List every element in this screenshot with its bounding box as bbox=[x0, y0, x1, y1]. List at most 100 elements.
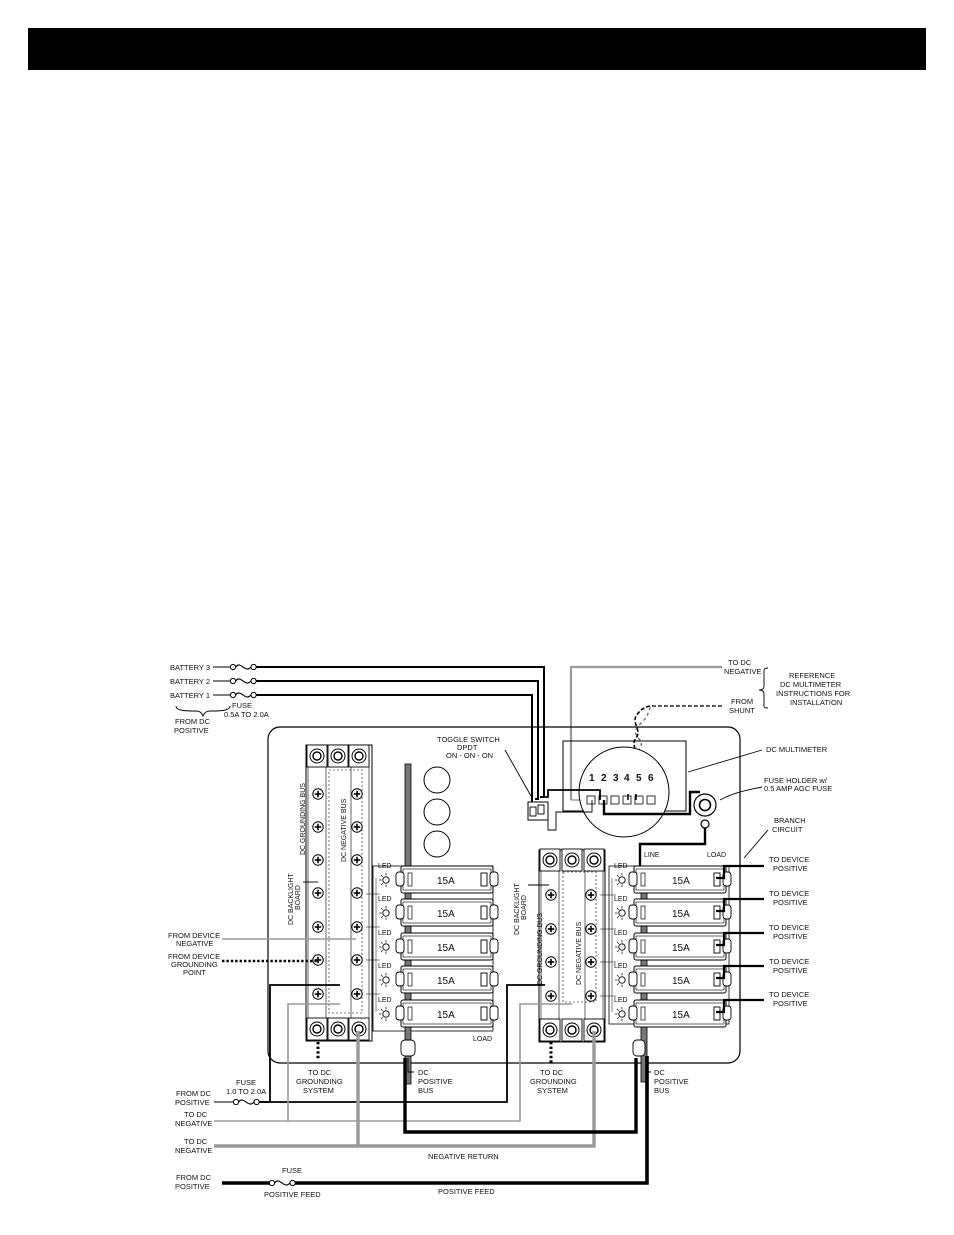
dc-backlight-label-right-2: BOARD bbox=[521, 895, 528, 920]
to-dc-negative-bottom-1: TO DC bbox=[184, 1137, 208, 1146]
toggle-label-1: TOGGLE SWITCH bbox=[437, 735, 500, 744]
to-dc-negative-bottom-2: NEGATIVE bbox=[175, 1146, 212, 1155]
led-label: LED bbox=[378, 997, 392, 1004]
load-label-right: LOAD bbox=[707, 852, 726, 859]
to-dc-negative-top-1: TO DC bbox=[728, 658, 752, 667]
breaker-row: LED 15A bbox=[614, 896, 732, 927]
to-device-positive-5b: POSITIVE bbox=[773, 999, 808, 1008]
breaker-row: LED 15A bbox=[614, 930, 732, 961]
led-label: LED bbox=[378, 963, 392, 970]
bottom-wiring: FROM DC POSITIVE FUSE 1.0 TO 2.0A TO DC … bbox=[175, 984, 649, 1199]
to-device-positive-3a: TO DEVICE bbox=[769, 923, 809, 932]
from-device-grounding-1: FROM DEVICE bbox=[168, 952, 220, 961]
breaker-row: LED 15A bbox=[614, 963, 732, 994]
toggle-switch: TOGGLE SWITCH DPDT ON - ON - ON bbox=[437, 735, 549, 821]
toggle-label-3: ON - ON - ON bbox=[446, 751, 493, 760]
fuse-holder-label-1: FUSE HOLDER w/ bbox=[764, 776, 828, 785]
breaker-rating: 15A bbox=[672, 876, 690, 887]
breaker-rating: 15A bbox=[672, 1010, 690, 1021]
dc-grounding-bus-label-right: DC GROUNDING BUS bbox=[537, 913, 544, 985]
from-device-grounding-2: GROUNDING bbox=[171, 960, 218, 969]
led-label: LED bbox=[614, 930, 628, 937]
battery-1-label: BATTERY 1 bbox=[170, 691, 210, 700]
dc-positive-bus-right-1: DC bbox=[654, 1068, 665, 1077]
led-label: LED bbox=[614, 863, 628, 870]
meter-terminal-6: 6 bbox=[648, 773, 654, 784]
branch-circuit-label-1: BRANCH bbox=[774, 816, 806, 825]
dc-backlight-label-1: DC BACKLIGHT bbox=[288, 873, 295, 925]
dc-backlight-label-2: BOARD bbox=[295, 885, 302, 910]
reference-3: INSTRUCTIONS FOR bbox=[776, 689, 851, 698]
meter-terminal-3: 3 bbox=[613, 773, 619, 784]
branch-circuit-label-2: CIRCUIT bbox=[772, 825, 803, 834]
line-label: LINE bbox=[644, 852, 660, 859]
from-dc-positive-bottom-2: POSITIVE bbox=[175, 1182, 210, 1191]
from-dc-positive-mid-1: FROM DC bbox=[176, 1089, 212, 1098]
meter-terminal-4: 4 bbox=[624, 773, 630, 784]
positive-feed-left-label: POSITIVE FEED bbox=[264, 1190, 321, 1199]
fuse-symbol bbox=[229, 691, 257, 699]
left-breaker-column: LED 15A LED 15A LED 15A LED 15A LED 15A … bbox=[372, 763, 499, 1085]
from-dc-positive-bottom-1: FROM DC bbox=[176, 1173, 212, 1182]
from-shunt-1: FROM bbox=[731, 697, 753, 706]
to-dc-grounding-left-2: GROUNDING bbox=[296, 1077, 343, 1086]
to-dc-grounding-right-2: GROUNDING bbox=[530, 1077, 577, 1086]
to-dc-negative-mid-1: TO DC bbox=[184, 1110, 208, 1119]
dc-positive-bus-right-3: BUS bbox=[654, 1086, 669, 1095]
from-device-negative-1: FROM DEVICE bbox=[168, 931, 220, 940]
load-label-left: LOAD bbox=[473, 1036, 492, 1043]
right-breaker-column: LED 15A LED 15A LED 15A LED 15A LED 15A bbox=[608, 863, 732, 1083]
dc-multimeter-label: DC MULTIMETER bbox=[766, 745, 828, 754]
dc-positive-bus-left-2: POSITIVE bbox=[418, 1077, 453, 1086]
fuse-top-label: FUSE bbox=[232, 701, 252, 710]
battery-inputs: BATTERY 3 BATTERY 2 BATTERY 1 FUSE 0.5A … bbox=[170, 663, 545, 803]
fuse-mid-rating: 1.0 TO 2.0A bbox=[226, 1087, 266, 1096]
reference-4: INSTALLATION bbox=[790, 698, 842, 707]
from-dc-positive-top-1: FROM DC bbox=[175, 717, 211, 726]
breaker-rating: 15A bbox=[437, 976, 455, 987]
dc-multimeter: 1 2 3 4 5 6 DC MULTIMETER bbox=[540, 740, 828, 838]
breaker-rating: 15A bbox=[672, 943, 690, 954]
led-label: LED bbox=[378, 930, 392, 937]
breaker-rating: 15A bbox=[672, 909, 690, 920]
reference-2: DC MULTIMETER bbox=[780, 680, 842, 689]
dc-backlight-label-right-1: DC BACKLIGHT bbox=[514, 883, 521, 935]
to-device-positive-2a: TO DEVICE bbox=[769, 889, 809, 898]
negative-return-label: NEGATIVE RETURN bbox=[428, 1152, 499, 1161]
positive-feed-label: POSITIVE FEED bbox=[438, 1187, 495, 1196]
toggle-label-2: DPDT bbox=[457, 743, 478, 752]
breaker-row: LED 15A bbox=[378, 963, 499, 994]
to-dc-negative-mid-2: NEGATIVE bbox=[175, 1119, 212, 1128]
dc-negative-bus-label-right: DC NEGATIVE BUS bbox=[576, 921, 583, 985]
to-dc-grounding-right-3: SYSTEM bbox=[537, 1086, 568, 1095]
top-right-labels: TO DC NEGATIVE REFERENCE DC MULTIMETER I… bbox=[724, 658, 851, 715]
to-device-positive-2b: POSITIVE bbox=[773, 898, 808, 907]
meter-terminal-5: 5 bbox=[636, 773, 642, 784]
to-device-positive-1b: POSITIVE bbox=[773, 864, 808, 873]
from-dc-positive-top-2: POSITIVE bbox=[174, 726, 209, 735]
breaker-row: LED 15A bbox=[614, 997, 732, 1028]
to-dc-grounding-left-1: TO DC bbox=[308, 1068, 332, 1077]
fuse-top-rating: 0.5A TO 2.0A bbox=[224, 710, 269, 719]
dc-grounding-bus-label: DC GROUNDING BUS bbox=[300, 783, 307, 855]
dc-negative-bus-label: DC NEGATIVE BUS bbox=[341, 798, 348, 862]
to-device-positive-4b: POSITIVE bbox=[773, 966, 808, 975]
from-device-negative-2: NEGATIVE bbox=[176, 939, 213, 948]
meter-terminal-1: 1 bbox=[589, 773, 595, 784]
fuse-holder-label-2: 0.5 AMP AGC FUSE bbox=[764, 784, 832, 793]
panel-outline bbox=[267, 726, 741, 1064]
battery-3-label: BATTERY 3 bbox=[170, 663, 210, 672]
header-bar bbox=[28, 28, 926, 70]
left-bus-assembly: DC GROUNDING BUS DC NEGATIVE BUS DC BACK… bbox=[288, 744, 373, 1042]
led-label: LED bbox=[378, 863, 392, 870]
from-dc-positive-mid-2: POSITIVE bbox=[175, 1098, 210, 1107]
led-label: LED bbox=[614, 997, 628, 1004]
to-dc-grounding-left-3: SYSTEM bbox=[303, 1086, 334, 1095]
battery-2-label: BATTERY 2 bbox=[170, 677, 210, 686]
left-side-labels: FROM DEVICE NEGATIVE FROM DEVICE GROUNDI… bbox=[168, 931, 356, 977]
fuse-mid-label: FUSE bbox=[236, 1078, 256, 1087]
breaker-row: LED 15A bbox=[378, 930, 499, 961]
breaker-row: LED 15A bbox=[614, 863, 732, 894]
to-device-positive-5a: TO DEVICE bbox=[769, 990, 809, 999]
